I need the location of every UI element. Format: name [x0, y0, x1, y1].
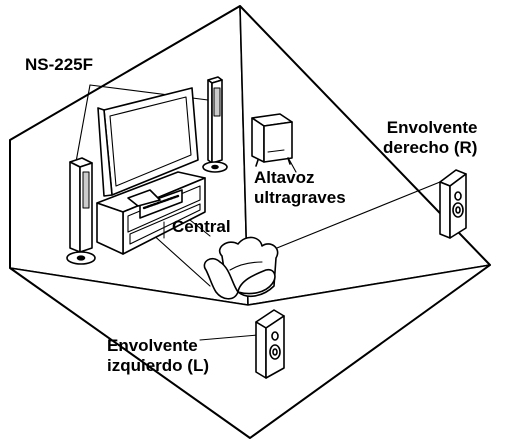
surround-right-label-line1: Envolvente [386, 118, 478, 137]
subwoofer-label-line1: Altavoz [254, 168, 315, 187]
subwoofer-label-line2: ultragraves [254, 188, 346, 207]
surround-left-label-line2: izquierdo (L) [107, 356, 209, 375]
subwoofer-label: Altavoz ultragraves [254, 168, 346, 208]
front-left-speaker-icon [66, 157, 96, 265]
subwoofer-icon [251, 113, 293, 167]
center-speaker-label: Central [172, 217, 231, 236]
surround-left-label: Envolvente izquierdo (L) [107, 336, 209, 376]
armchair-icon [203, 236, 279, 300]
surround-left-speaker-icon [255, 309, 285, 379]
center-speaker-icon [139, 189, 183, 219]
surround-right-label-line2: derecho (R) [383, 138, 478, 157]
surround-right-label: Envolvente derecho (R) [383, 118, 477, 158]
surround-right-speaker-icon [439, 169, 467, 239]
tv-icon [97, 87, 199, 207]
front-speakers-label: NS-225F [25, 55, 94, 74]
front-right-speaker-icon [202, 76, 228, 173]
surround-left-label-line1: Envolvente [107, 336, 198, 355]
